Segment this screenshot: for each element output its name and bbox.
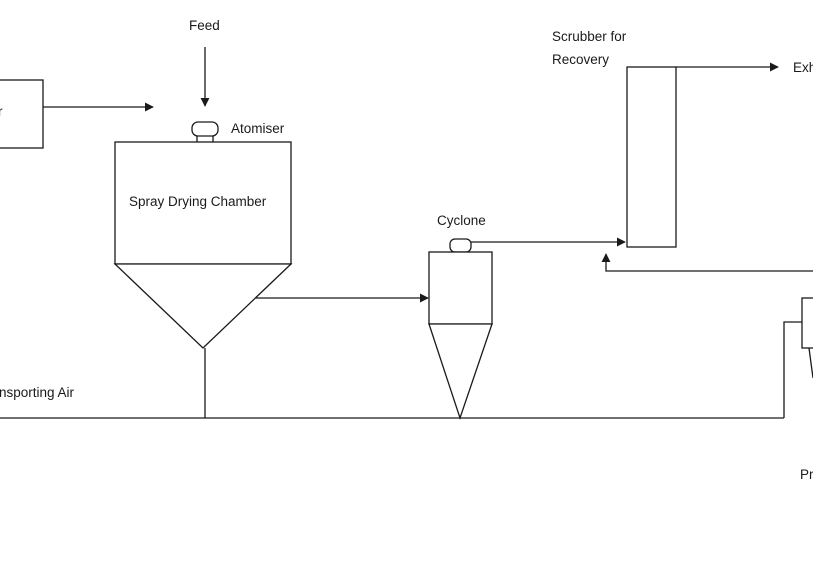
product-label: Pr: [800, 467, 813, 482]
cyclone-body: [428, 251, 493, 325]
chamber-cone: [113, 263, 293, 349]
cyclone-label: Cyclone: [437, 213, 486, 228]
feed-label: Feed: [189, 18, 220, 33]
heater-box: [0, 79, 44, 149]
exhaust-label: Exh: [793, 60, 813, 75]
heater-label: r: [0, 104, 3, 119]
transport-air-label: nsporting Air: [0, 385, 75, 400]
scrubber-label-line2: Recovery: [552, 52, 609, 67]
cyclone-top-outlet: [449, 238, 472, 253]
product-collector: [783, 297, 813, 418]
cyclone-cone: [428, 323, 493, 421]
spray-drying-chamber: [113, 141, 293, 349]
heater-unit: r: [0, 79, 44, 149]
atomiser: [191, 121, 219, 144]
atomiser-head: [191, 121, 219, 137]
scrubber-column: [626, 66, 677, 248]
atomiser-label: Atomiser: [231, 121, 285, 136]
collector-body: [801, 297, 813, 349]
cyclone: [428, 238, 493, 421]
spray-chamber-label: Spray Drying Chamber: [129, 194, 267, 209]
collector-inlet-line: [783, 321, 802, 418]
collector-cone: [808, 347, 813, 379]
chamber-body: [114, 141, 292, 265]
return-line: [601, 253, 813, 272]
scrubber-label-line1: Scrubber for: [552, 29, 627, 44]
